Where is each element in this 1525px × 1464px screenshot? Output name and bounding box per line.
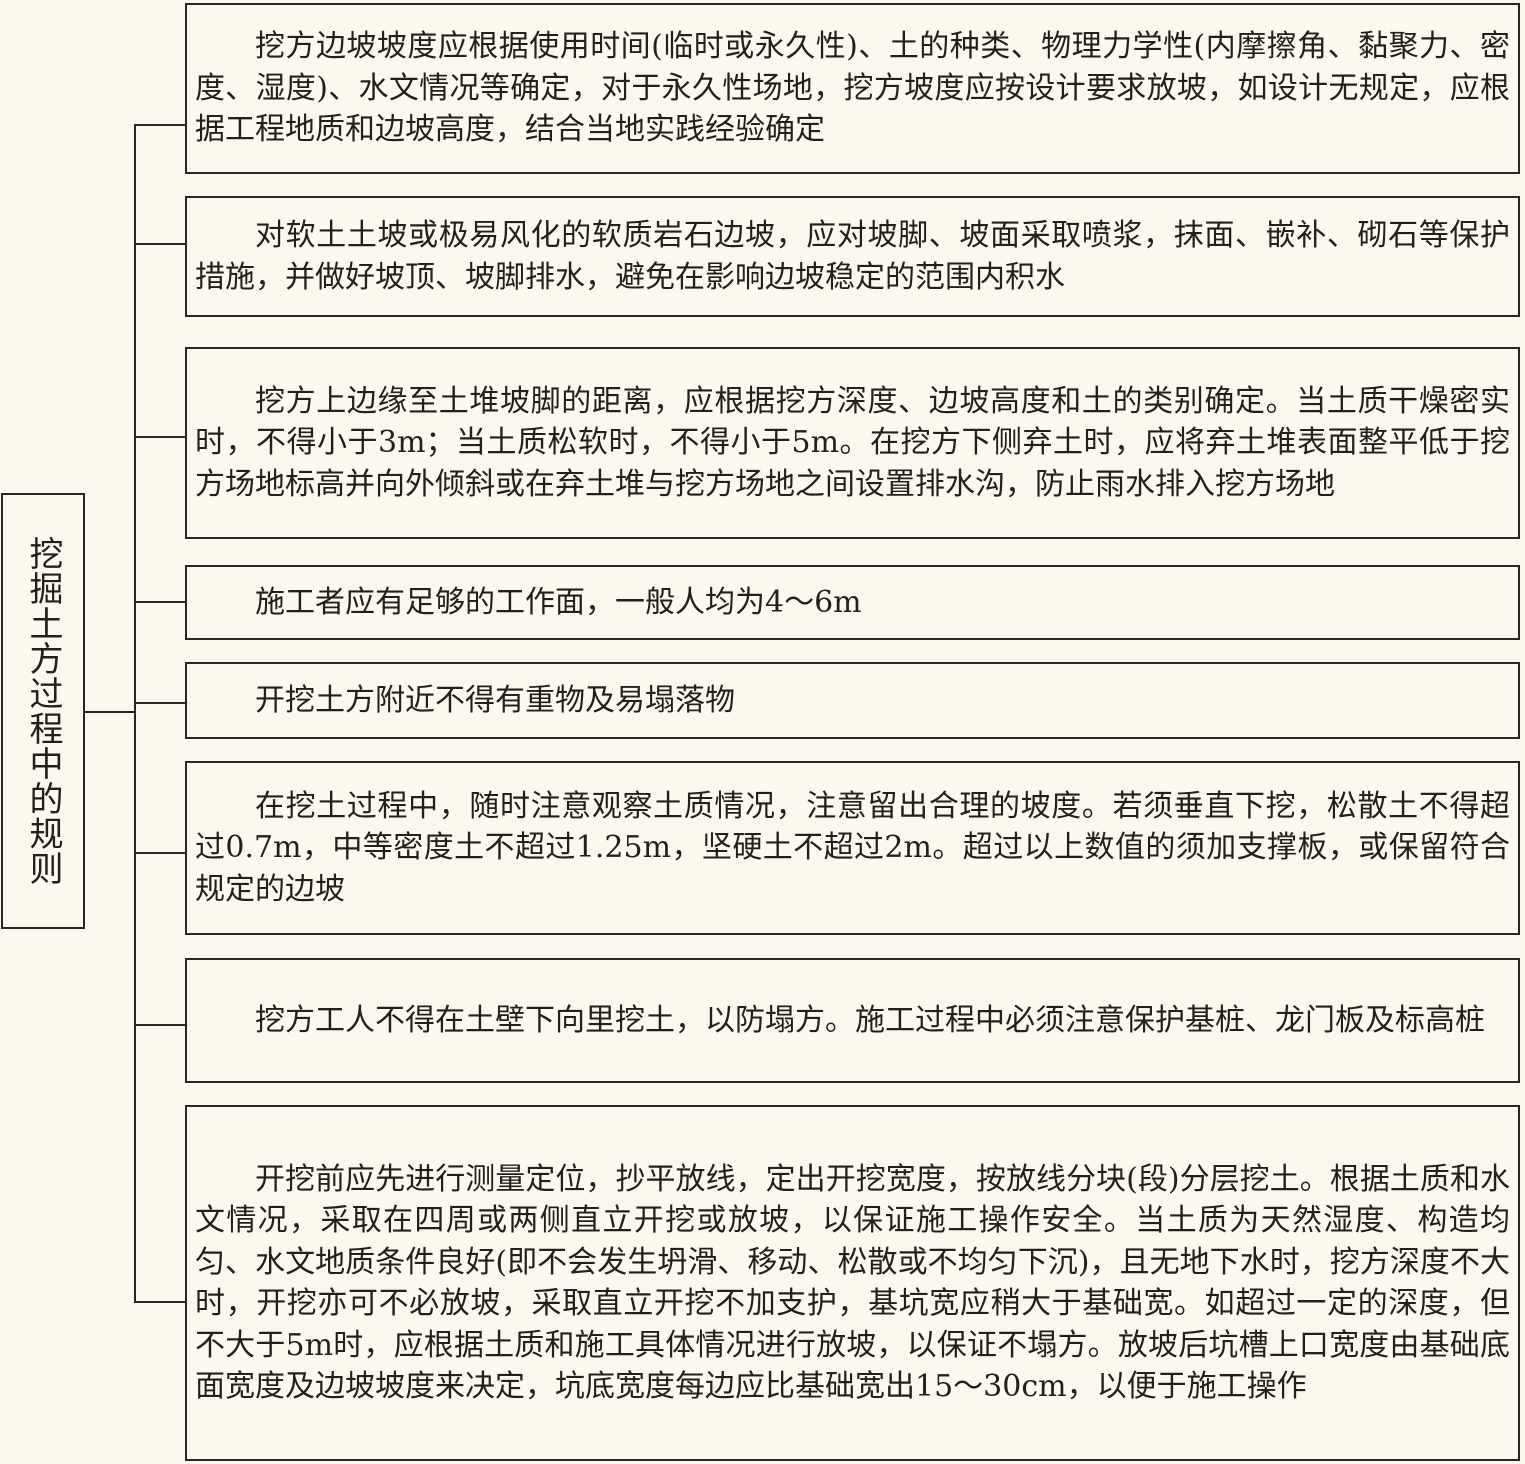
branch-line: [134, 852, 185, 854]
branch-line: [134, 1301, 185, 1303]
rule-text: 开挖土方附近不得有重物及易塌落物: [255, 682, 735, 718]
root-label: 挖掘土方过程中的规则: [23, 536, 63, 886]
rule-node: 挖方边坡坡度应根据使用时间(临时或永久性)、土的种类、物理力学性(内摩擦角、黏聚…: [185, 3, 1520, 174]
root-connector: [85, 711, 136, 713]
rule-node: 开挖土方附近不得有重物及易塌落物: [185, 662, 1520, 739]
branch-line: [134, 601, 185, 603]
rule-text: 挖方边坡坡度应根据使用时间(临时或永久性)、土的种类、物理力学性(内摩擦角、黏聚…: [195, 29, 1510, 148]
rule-node: 开挖前应先进行测量定位，抄平放线，定出开挖宽度，按放线分块(段)分层挖土。根据土…: [185, 1105, 1520, 1461]
rule-node: 挖方上边缘至土堆坡脚的距离，应根据挖方深度、边坡高度和土的类别确定。当土质干燥密…: [185, 347, 1520, 539]
branch-line: [134, 243, 185, 245]
branch-line: [134, 436, 185, 438]
rule-text: 在挖土过程中，随时注意观察土质情况，注意留出合理的坡度。若须垂直下挖，松散土不得…: [195, 788, 1510, 907]
branch-line: [134, 702, 185, 704]
branch-line: [134, 124, 185, 126]
rule-node: 对软土土坡或极易风化的软质岩石边坡，应对坡脚、坡面采取喷浆，抹面、嵌补、砌石等保…: [185, 196, 1520, 317]
rule-node: 在挖土过程中，随时注意观察土质情况，注意留出合理的坡度。若须垂直下挖，松散土不得…: [185, 761, 1520, 935]
rule-text: 施工者应有足够的工作面，一般人均为4～6m: [255, 584, 862, 620]
root-node: 挖掘土方过程中的规则: [1, 493, 85, 929]
rule-node: 施工者应有足够的工作面，一般人均为4～6m: [185, 565, 1520, 640]
rule-text: 对软土土坡或极易风化的软质岩石边坡，应对坡脚、坡面采取喷浆，抹面、嵌补、砌石等保…: [195, 218, 1510, 295]
rule-text: 开挖前应先进行测量定位，抄平放线，定出开挖宽度，按放线分块(段)分层挖土。根据土…: [195, 1161, 1510, 1405]
branch-line: [134, 1024, 185, 1026]
rule-text: 挖方工人不得在土壁下向里挖土，以防塌方。施工过程中必须注意保护基桩、龙门板及标高…: [255, 1002, 1485, 1038]
rule-node: 挖方工人不得在土壁下向里挖土，以防塌方。施工过程中必须注意保护基桩、龙门板及标高…: [185, 958, 1520, 1083]
rule-text: 挖方上边缘至土堆坡脚的距离，应根据挖方深度、边坡高度和土的类别确定。当土质干燥密…: [195, 383, 1510, 502]
trunk-line: [134, 124, 136, 1303]
